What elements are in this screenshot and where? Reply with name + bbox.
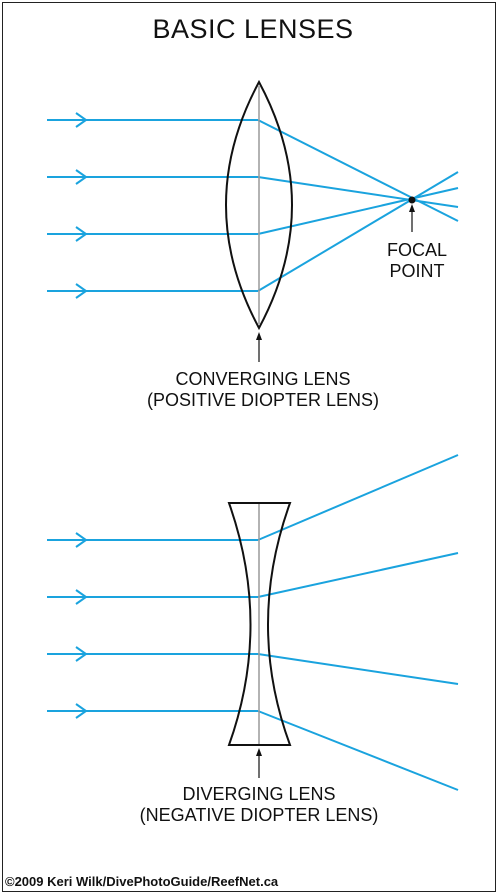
refracted-ray [257, 552, 459, 598]
diverging-lens-label-line: (NEGATIVE DIOPTER LENS) [139, 804, 379, 825]
converging-lens-icon [225, 79, 293, 331]
ray-arrowhead [75, 169, 88, 185]
focal-point-dot [408, 196, 416, 204]
refracted-ray [257, 119, 459, 222]
refracted-ray [257, 176, 459, 208]
refracted-ray [257, 187, 459, 235]
diverging-lens-group [47, 454, 459, 791]
focal-point-arrowhead [409, 204, 415, 212]
converging-lens-label: CONVERGING LENS (POSITIVE DIOPTER LENS) [147, 369, 379, 410]
diverging-incoming-rays [47, 532, 258, 719]
refracted-ray [257, 171, 459, 292]
diverging-lens-label: DIVERGING LENS (NEGATIVE DIOPTER LENS) [140, 784, 379, 825]
ray-arrowhead [75, 112, 88, 128]
ray-arrowhead [75, 226, 88, 242]
ray-arrowhead [75, 646, 88, 662]
copyright-notice: ©2009 Keri Wilk/DivePhotoGuide/ReefNet.c… [5, 874, 279, 889]
converging-lens-label-line: (POSITIVE DIOPTER LENS) [146, 389, 380, 410]
converging-lens-label-line: CONVERGING LENS [175, 369, 351, 389]
diverging-lens-label-line: DIVERGING LENS [182, 784, 336, 804]
diverging-lens-arrowhead [256, 748, 262, 756]
diverging-refracted-rays [257, 454, 459, 791]
ray-arrowhead [75, 703, 88, 719]
focal-point-label: FOCAL POINT [387, 240, 447, 281]
converging-incoming-rays [47, 112, 258, 299]
converging-lens-arrowhead [256, 332, 262, 340]
converging-lens-group [47, 79, 459, 362]
focal-point-label-line: FOCAL [386, 240, 448, 260]
diverging-lens-icon [227, 502, 292, 746]
ray-arrowhead [75, 532, 88, 548]
ray-arrowhead [75, 283, 88, 299]
ray-arrowhead [75, 589, 88, 605]
refracted-ray [257, 710, 459, 791]
page-title: BASIC LENSES [152, 14, 354, 44]
refracted-ray [257, 454, 459, 541]
refracted-ray [257, 653, 459, 685]
focal-point-label-line: POINT [389, 260, 445, 281]
